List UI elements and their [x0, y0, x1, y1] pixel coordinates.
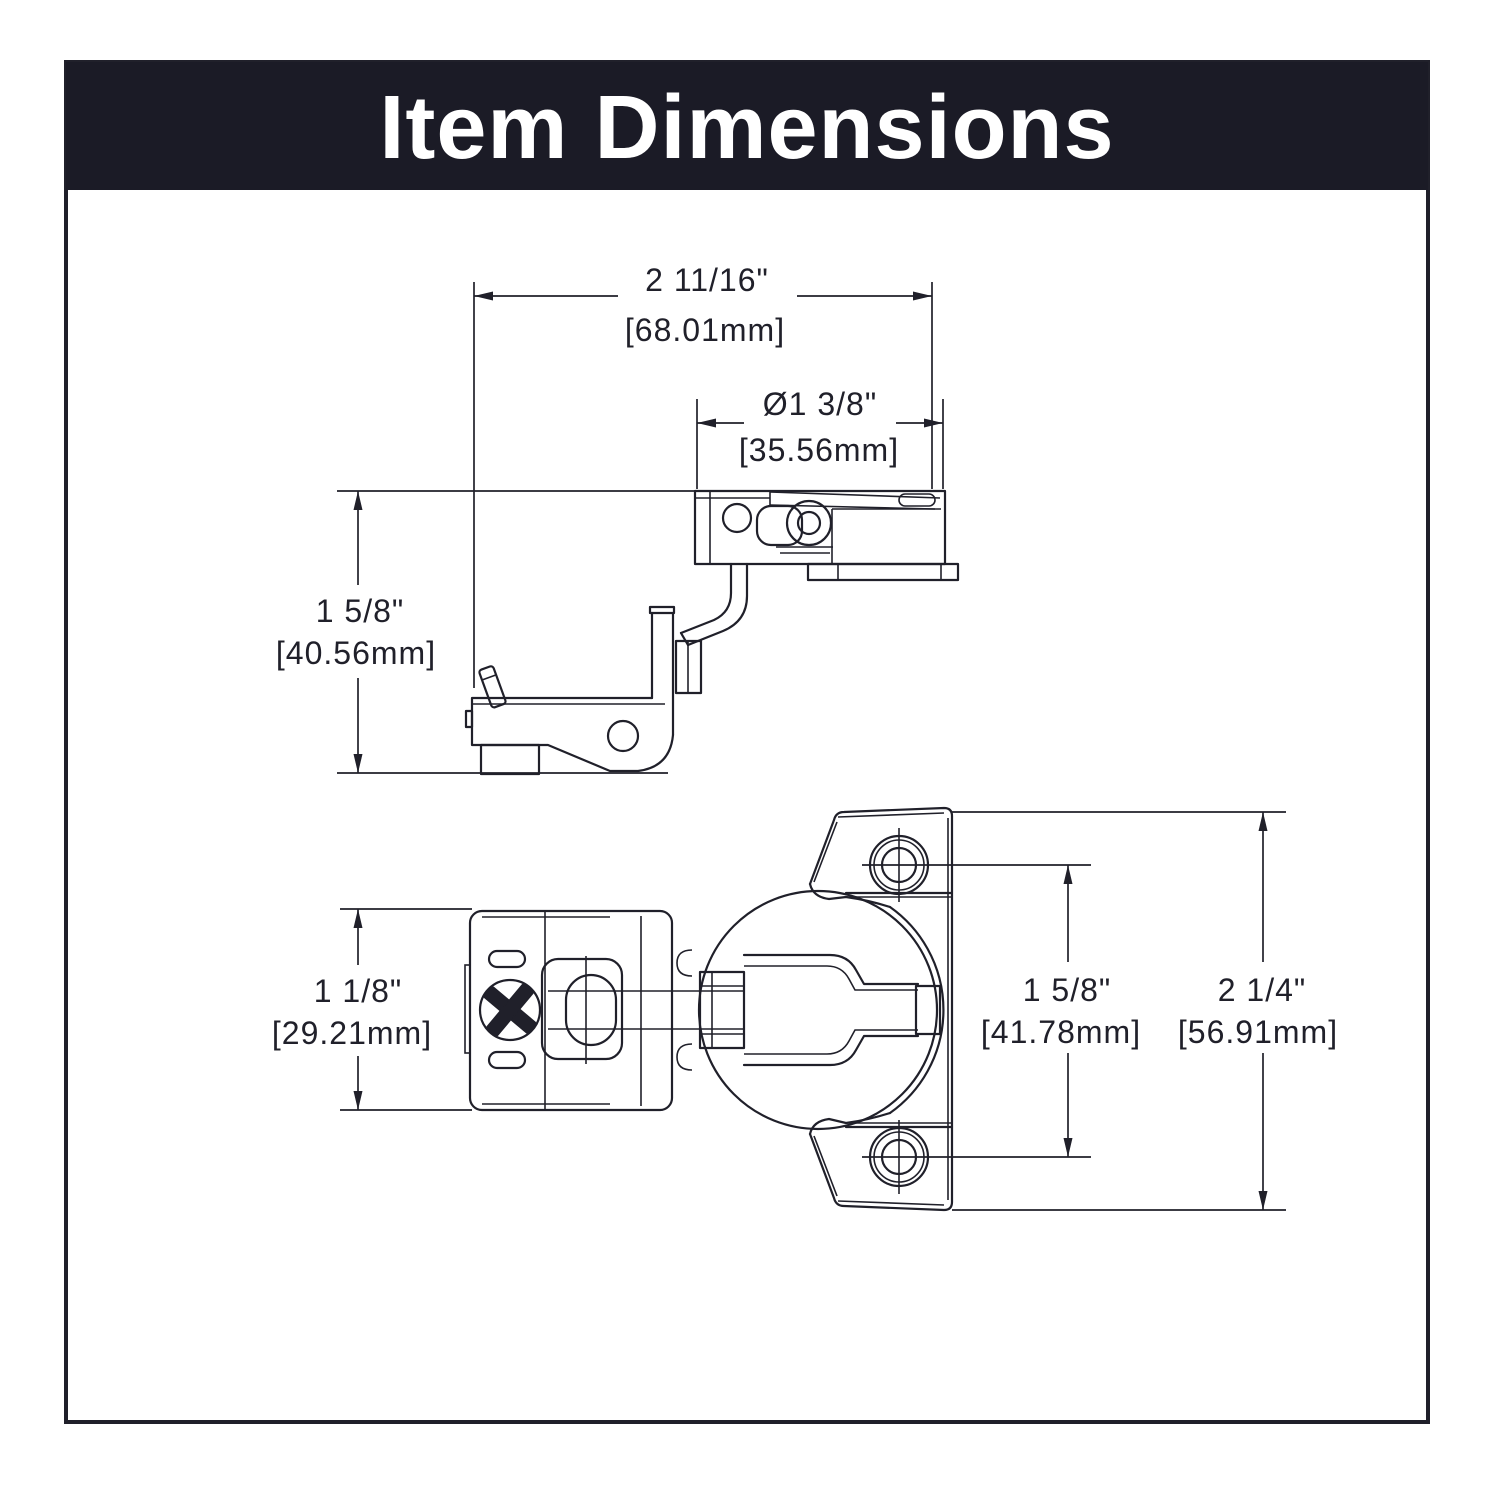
adjustment-pad — [540, 957, 624, 1061]
dim-body-width-mm: [29.21mm] — [272, 1015, 432, 1051]
dimension-cup-diameter: Ø1 3/8" [35.56mm] — [696, 386, 944, 489]
adjustment-pin — [478, 665, 507, 709]
dim-overall-length-inches: 2 11/16" — [645, 262, 769, 298]
mounting-plate-front — [808, 806, 954, 1212]
hinge-cup-side — [693, 489, 960, 582]
phillips-screw — [478, 978, 542, 1042]
dim-side-height-inches: 1 5/8" — [316, 593, 405, 629]
dim-cup-diameter-mm: [35.56mm] — [739, 432, 899, 468]
dim-plate-height-inches: 2 1/4" — [1218, 972, 1307, 1008]
page-title: Item Dimensions — [379, 78, 1114, 178]
hinge-arm-side — [674, 562, 749, 695]
mounting-bracket-side — [464, 605, 676, 776]
dim-cup-diameter-inches: Ø1 3/8" — [763, 386, 877, 422]
dimension-overall-length: 2 11/16" [68.01mm] — [473, 262, 933, 688]
dim-hole-spacing-mm: [41.78mm] — [981, 1014, 1141, 1050]
hinge-body-front — [464, 909, 744, 1112]
dim-side-height-mm: [40.56mm] — [276, 635, 436, 671]
hinge-cup-front — [697, 889, 945, 1131]
header-bar — [66, 62, 1428, 190]
dimension-body-width: 1 1/8" [29.21mm] — [272, 908, 472, 1111]
dim-plate-height-mm: [56.91mm] — [1178, 1014, 1338, 1050]
dimension-plate-height: 2 1/4" [56.91mm] — [952, 811, 1338, 1211]
phillips-cross-icon — [483, 983, 537, 1037]
dim-body-width-inches: 1 1/8" — [314, 973, 403, 1009]
side-view-drawing — [464, 489, 960, 776]
dim-overall-length-mm: [68.01mm] — [625, 312, 785, 348]
dimension-side-height: 1 5/8" [40.56mm] — [276, 490, 700, 774]
dimension-hole-spacing: 1 5/8" [41.78mm] — [862, 864, 1141, 1158]
dim-hole-spacing-inches: 1 5/8" — [1023, 972, 1112, 1008]
adjustment-slot — [564, 973, 618, 1047]
front-view-drawing — [464, 806, 954, 1212]
hinge-knuckle-front — [676, 949, 746, 1071]
